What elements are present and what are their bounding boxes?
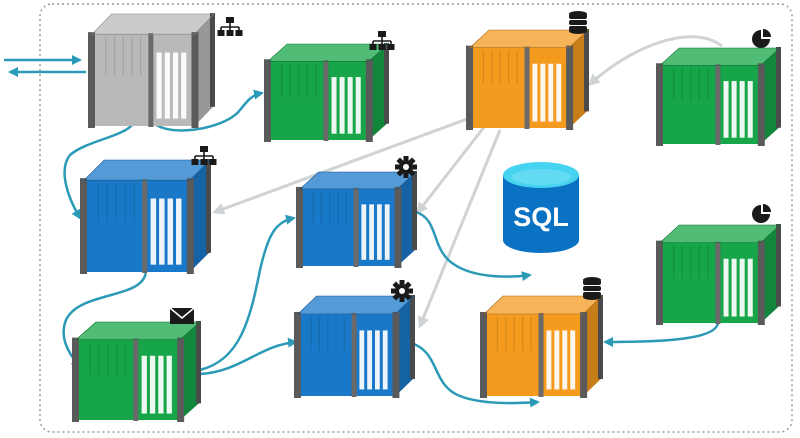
database-icon — [569, 11, 587, 34]
flow-green-bottom-to-blue-upper — [199, 214, 296, 372]
icons-layer — [169, 11, 771, 324]
container-blue-left — [80, 159, 211, 274]
container-green-bottom-left — [72, 321, 201, 422]
flow-gateway-to-blue-left — [63, 115, 138, 220]
container-blue-middle-upper — [296, 171, 417, 268]
flow-green-right-to-orange-bottom — [603, 321, 720, 347]
container-orange-top — [466, 29, 589, 130]
gear-icon — [395, 156, 417, 178]
container-green-right — [656, 224, 781, 325]
org-chart-icon — [191, 146, 217, 165]
connector-green-to-orange — [587, 35, 723, 87]
flow-blue-left-to-green-bottom — [62, 269, 148, 368]
containers-layer — [72, 13, 781, 422]
connector-orange-to-blue-upper — [416, 121, 490, 215]
database-icon — [583, 277, 601, 300]
mail-icon — [169, 307, 195, 324]
flow-blue-lower-to-orange-bottom — [413, 342, 540, 408]
external-traffic-arrows — [4, 55, 86, 77]
org-chart-icon — [369, 31, 395, 50]
sql-database: SQL — [503, 162, 579, 253]
flow-gateway-to-green-top — [148, 89, 264, 132]
container-green-top — [264, 43, 389, 142]
flow-blue-upper-to-sql — [415, 210, 532, 282]
flow-green-bottom-to-blue-lower — [199, 337, 298, 376]
gray-connectors — [212, 35, 723, 329]
connector-orange-to-blue-left — [212, 113, 479, 215]
teal-connectors — [62, 89, 720, 408]
container-gray-gateway — [88, 13, 215, 128]
org-chart-icon — [217, 17, 243, 36]
pie-chart-icon — [752, 29, 771, 48]
container-green-top-right — [656, 47, 781, 146]
connector-orange-to-blue-lower — [417, 129, 502, 329]
container-orange-bottom — [480, 295, 603, 398]
sql-label: SQL — [513, 202, 569, 232]
pie-chart-icon — [752, 204, 771, 223]
gear-icon — [391, 280, 413, 302]
container-blue-middle-lower — [294, 295, 415, 398]
